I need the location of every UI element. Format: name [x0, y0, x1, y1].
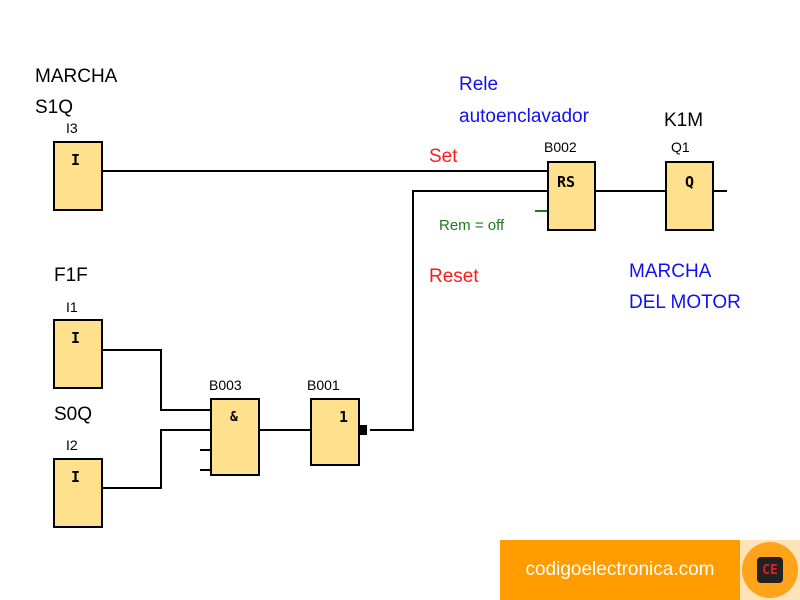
site-name: codigoelectronica.com — [525, 559, 715, 580]
input-i1-name: F1F — [54, 265, 88, 286]
wire-i1 — [103, 349, 210, 411]
and-block-id: B003 — [209, 377, 242, 393]
negation-marker — [359, 425, 367, 435]
rs-block[interactable]: RS — [547, 161, 596, 231]
input-i3-tag: S1Q — [35, 97, 74, 118]
output-address: Q1 — [671, 139, 690, 155]
input-i1-address: I1 — [66, 299, 78, 315]
input-i2-address: I2 — [66, 437, 78, 453]
output-symbol: Q — [685, 173, 695, 191]
wire-i2 — [103, 429, 210, 489]
input-block-i2[interactable]: I — [53, 458, 103, 528]
output-block-q1[interactable]: Q — [665, 161, 714, 231]
not-block[interactable]: 1 — [310, 398, 360, 466]
chip-icon: CE — [757, 557, 783, 583]
input-block-i3[interactable]: I — [53, 141, 103, 211]
output-tag: K1M — [664, 110, 704, 131]
input-symbol: I — [71, 151, 81, 169]
logo: CE — [740, 540, 800, 600]
remanence-label: Rem = off — [439, 217, 505, 234]
input-i3-name: MARCHA — [35, 66, 118, 87]
input-symbol: I — [71, 468, 81, 486]
rs-symbol: RS — [557, 173, 576, 191]
set-label: Set — [429, 146, 458, 167]
rs-block-id: B002 — [544, 139, 577, 155]
wire-reset — [370, 190, 548, 431]
input-symbol: I — [71, 329, 81, 347]
motor-label-line1: MARCHA — [629, 261, 712, 282]
not-block-id: B001 — [307, 377, 340, 393]
not-symbol: 1 — [339, 408, 349, 426]
motor-label-line2: DEL MOTOR — [629, 292, 741, 313]
site-banner[interactable]: codigoelectronica.com — [500, 540, 740, 600]
input-i3-address: I3 — [66, 120, 78, 136]
and-symbol: & — [230, 410, 238, 425]
input-i2-name: S0Q — [54, 404, 93, 425]
chip-logo-icon: CE — [742, 542, 798, 598]
relay-label-line1: Rele — [459, 74, 499, 95]
logo-text: CE — [762, 562, 778, 578]
and-block[interactable]: & — [210, 398, 260, 476]
reset-label: Reset — [429, 266, 479, 287]
relay-label-line2: autoenclavador — [459, 106, 589, 127]
input-block-i1[interactable]: I — [53, 319, 103, 389]
